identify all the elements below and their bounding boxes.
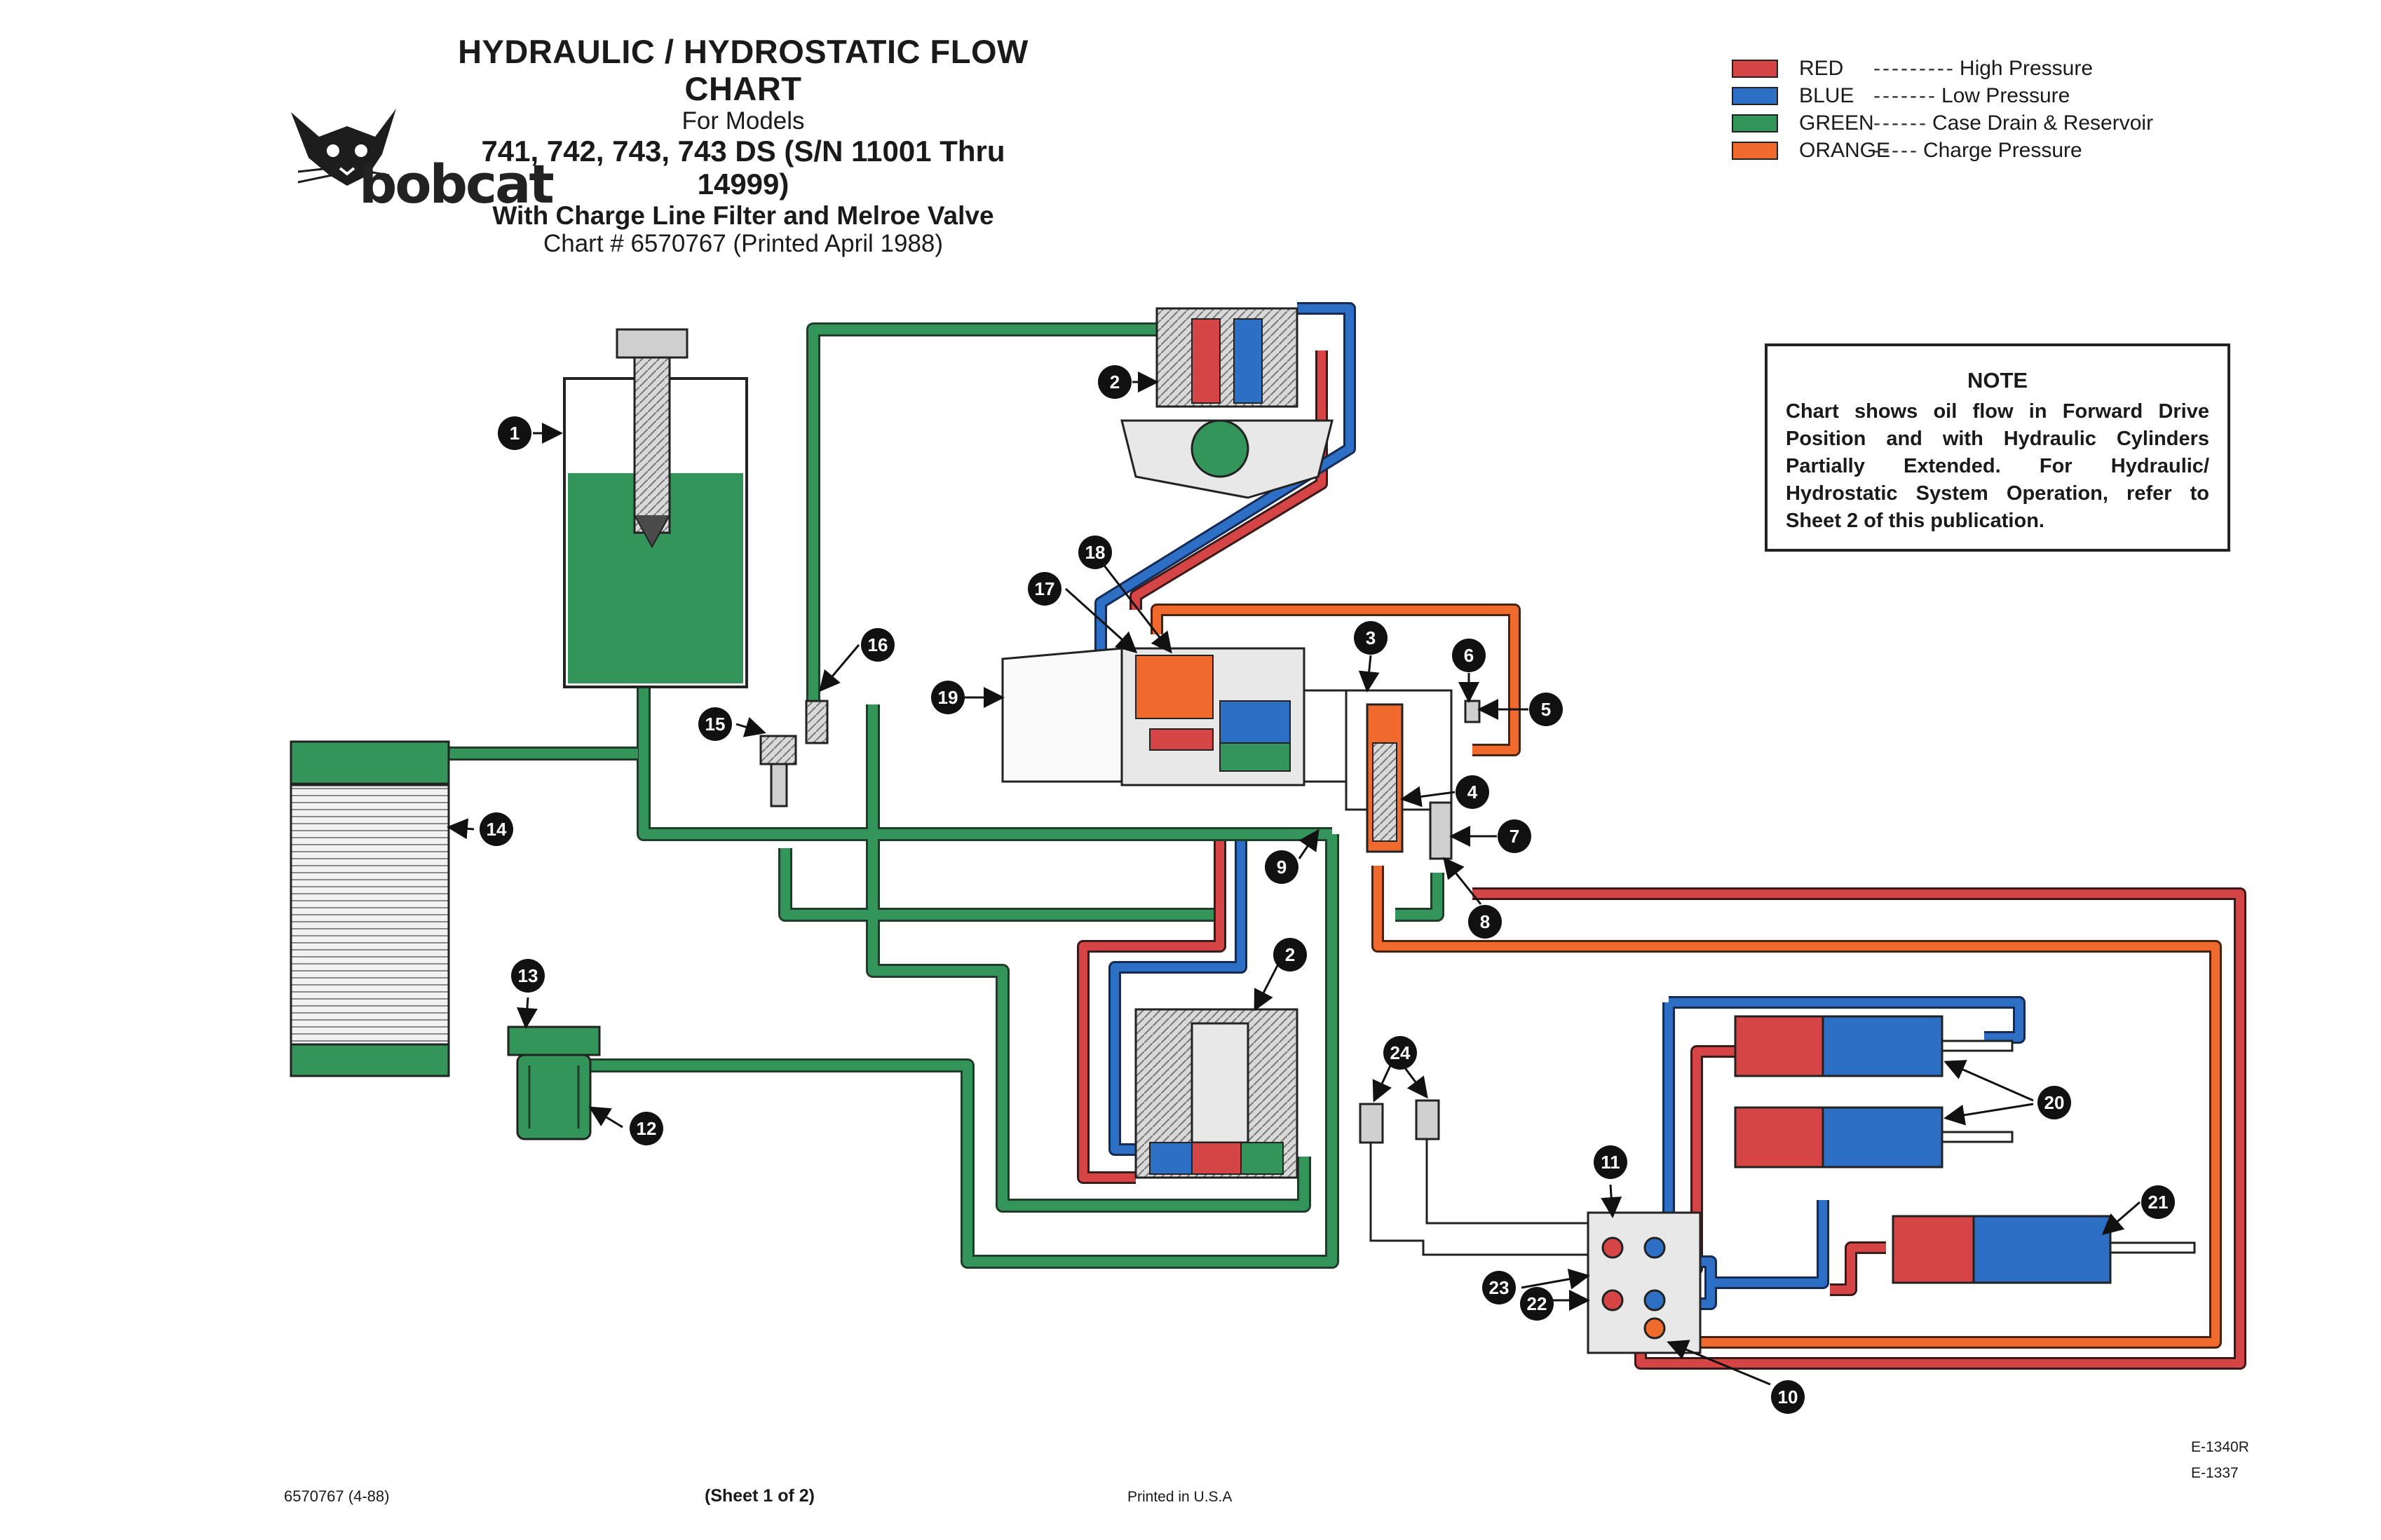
legend-swatch-blue (1732, 86, 1778, 105)
note-heading: NOTE (1967, 368, 2028, 393)
callout-leaders (447, 372, 2141, 1386)
reservoir (563, 328, 748, 688)
legend: RED --------- High Pressure BLUE -------… (1732, 55, 2153, 164)
green-lines-fill (449, 325, 1442, 1267)
quick-couplers (1359, 1099, 1588, 1256)
legend-item-blue: BLUE ------- Low Pressure (1732, 82, 2153, 109)
hydrostatic-motor-bottom (1134, 1008, 1298, 1179)
footer-ref-2: E-1337 (2191, 1465, 2239, 1481)
charge-filter-housing (1345, 689, 1481, 860)
footer-sheet: (Sheet 1 of 2) (705, 1486, 815, 1506)
hydrostatic-pump-top (1120, 307, 1334, 499)
note-box: NOTE Chart shows oil flow in Forward Dri… (1765, 343, 2230, 552)
bobcat-head-icon (291, 109, 396, 186)
legend-item-red: RED --------- High Pressure (1732, 55, 2153, 82)
title-block: HYDRAULIC / HYDROSTATIC FLOW CHART For M… (435, 33, 1052, 257)
fitting-assembly (759, 700, 829, 808)
oil-cooler (290, 740, 450, 1077)
legend-item-green: GREEN ------ Case Drain & Reservoir (1732, 109, 2153, 137)
note-body: Chart shows oil flow in Forward Drive Po… (1786, 400, 2209, 533)
hydrostatic-pump-assembly (1001, 647, 1369, 786)
footer-part-number: 6570767 (4-88) (284, 1487, 390, 1505)
legend-swatch-green (1732, 114, 1778, 132)
legend-swatch-orange (1732, 141, 1778, 160)
legend-item-orange: ORANGE ----- Charge Pressure (1732, 137, 2153, 164)
control-valve (1587, 1211, 1702, 1354)
tilt-cylinder (1892, 1215, 2196, 1284)
oil-filter (507, 1025, 601, 1140)
footer-ref-1: E-1340R (2191, 1439, 2249, 1455)
lift-cylinder-upper (1734, 1015, 2014, 1077)
lift-cylinder-lower (1734, 1106, 2014, 1168)
legend-swatch-red (1732, 59, 1778, 78)
chart-subtitle: For Models (681, 107, 805, 135)
brand-wordmark: bobcat (359, 153, 555, 215)
model-list: 741, 742, 743, 743 DS (S/N 11001 Thru 14… (481, 135, 1005, 201)
footer-printed: Printed in U.S.A (1127, 1489, 1233, 1505)
chart-number: Chart # 6570767 (Printed April 1988) (543, 229, 944, 257)
configuration-line: With Charge Line Filter and Melroe Valve (492, 200, 994, 230)
chart-title: HYDRAULIC / HYDROSTATIC FLOW CHART (458, 33, 1029, 107)
